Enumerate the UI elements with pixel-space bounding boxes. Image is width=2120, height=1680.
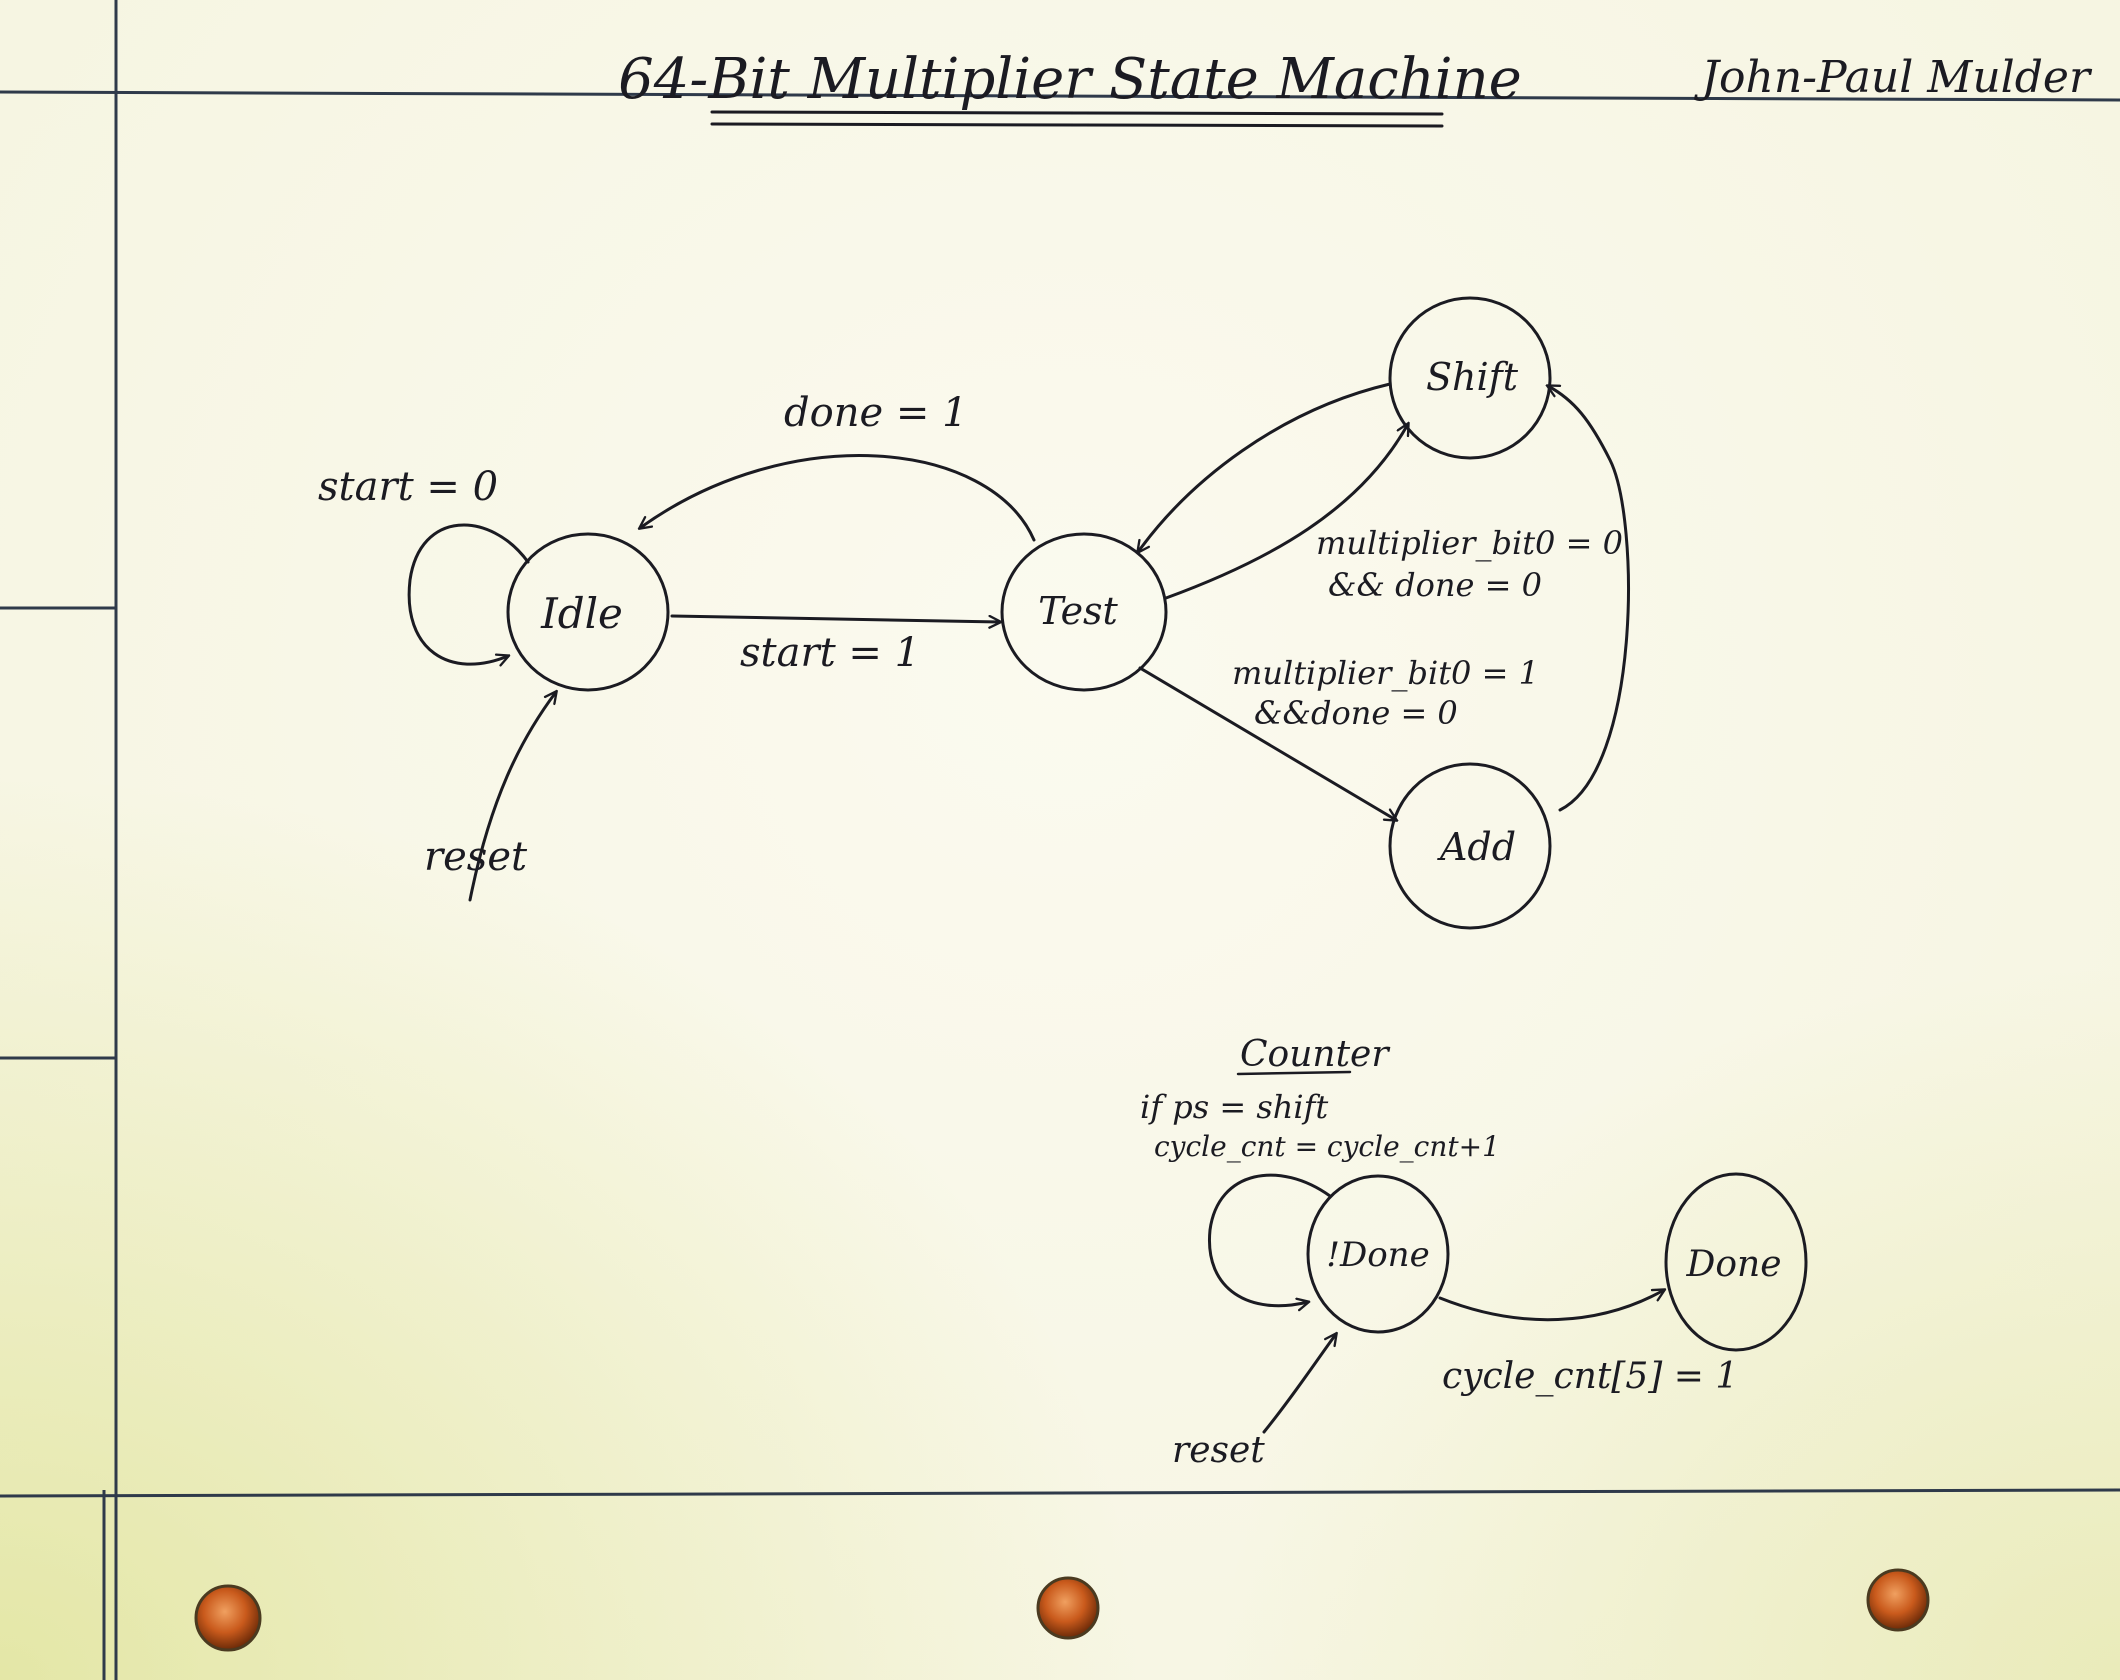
state-label: Done <box>1685 1244 1781 1285</box>
binder-hole-left <box>194 1584 262 1652</box>
label-test-to-add-line2: &&done = 0 <box>1254 694 1458 732</box>
state-label: Add <box>1437 825 1516 869</box>
state-circle <box>1388 762 1552 930</box>
arrow-test-to-shift <box>1164 424 1408 600</box>
state-label: Idle <box>540 589 623 638</box>
bottom-rule <box>0 1488 2120 1498</box>
arrow-test-to-add <box>1138 666 1396 820</box>
binder-hole-right <box>1866 1568 1930 1632</box>
label-idle-to-test: start = 1 <box>740 630 920 676</box>
page-title: 64-Bit Multiplier State Machine <box>618 47 1522 112</box>
title-underline-1 <box>710 110 1444 116</box>
header: 64-Bit Multiplier State Machine John-Pau… <box>618 47 2093 128</box>
state-circle <box>1664 1172 1808 1352</box>
label-counter-reset: reset <box>1172 1430 1265 1471</box>
arrow-not-done-to-done <box>1438 1290 1664 1322</box>
state-label: Shift <box>1426 355 1519 399</box>
counter-fsm: Counter if ps = shift cycle_cnt = cycle_… <box>1140 1034 1808 1471</box>
arrow-idle-to-test <box>670 614 1000 622</box>
arrow-reset-to-idle <box>468 692 556 902</box>
state-not-done: !Done <box>1306 1174 1450 1334</box>
state-label: Test <box>1038 589 1118 633</box>
state-circle <box>1388 296 1552 460</box>
state-test: Test <box>1000 532 1168 692</box>
header-rule <box>0 90 2120 102</box>
arrow-not-done-self-loop <box>1207 1173 1332 1306</box>
label-test-to-shift-line1: multiplier_bit0 = 0 <box>1316 524 1623 562</box>
binder-holes <box>194 1568 1930 1652</box>
label-test-to-add-line1: multiplier_bit0 = 1 <box>1232 654 1539 692</box>
state-label: !Done <box>1326 1235 1429 1275</box>
binder-hole-center <box>1036 1576 1100 1640</box>
arrow-shift-to-test <box>1138 382 1392 552</box>
counter-condition-line2: cycle_cnt = cycle_cnt+1 <box>1154 1130 1500 1163</box>
arrow-add-to-shift <box>1548 386 1630 812</box>
state-idle: Idle <box>506 532 670 692</box>
state-circle <box>1000 532 1168 692</box>
state-done: Done <box>1664 1172 1808 1352</box>
state-add: Add <box>1388 762 1552 930</box>
label-test-to-shift-line2: && done = 0 <box>1328 566 1542 604</box>
state-circle <box>1306 1174 1450 1334</box>
counter-condition-line1: if ps = shift <box>1140 1088 1328 1126</box>
counter-heading: Counter <box>1240 1034 1390 1075</box>
state-circle <box>506 532 670 692</box>
main-fsm: Idle Test Shift Add start = 0 reset star… <box>318 296 1630 930</box>
title-underline-2 <box>710 122 1444 128</box>
counter-heading-underline <box>1236 1070 1352 1076</box>
author-signature: John-Paul Mulder <box>1693 52 2093 103</box>
label-reset: reset <box>424 834 528 880</box>
arrow-test-to-idle <box>640 454 1036 542</box>
label-not-done-to-done: cycle_cnt[5] = 1 <box>1442 1356 1738 1397</box>
arrow-idle-self-loop <box>407 523 530 664</box>
label-idle-self-loop: start = 0 <box>318 464 498 510</box>
arrow-reset-to-not-done <box>1262 1334 1336 1434</box>
state-shift: Shift <box>1388 296 1552 460</box>
label-test-to-idle: done = 1 <box>784 390 968 436</box>
